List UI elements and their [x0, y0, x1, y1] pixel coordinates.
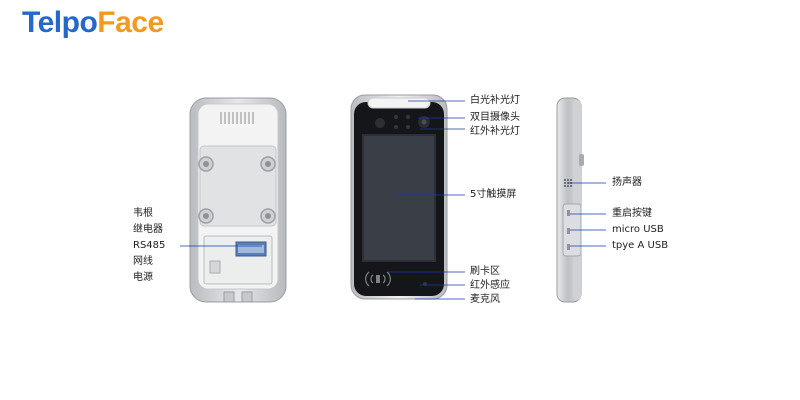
label-micro-usb: micro USB [612, 224, 664, 235]
device-back-view [189, 97, 287, 303]
brand-part1: Telpo [22, 6, 98, 39]
label-speaker: 扬声器 [612, 177, 642, 188]
label-type-a-usb: tpye A USB [612, 240, 669, 251]
label-ir-light: 红外补光灯 [470, 126, 520, 137]
label-dual-camera: 双目摄像头 [470, 112, 520, 123]
label-rs485: RS485 [133, 240, 166, 251]
label-power: 电源 [133, 272, 153, 283]
label-ir-sensor: 红外感应 [470, 280, 510, 291]
brand-part2: Face [97, 6, 164, 39]
label-white-light: 白光补光灯 [470, 95, 520, 106]
label-card-area: 刷卡区 [470, 266, 500, 277]
label-microphone: 麦克风 [470, 294, 500, 305]
label-network-cable: 网线 [133, 256, 153, 267]
label-wiegand: 韦根 [133, 208, 153, 219]
brand-logo: TelpoFace [22, 6, 164, 40]
label-touch-screen: 5寸触摸屏 [470, 189, 517, 200]
device-front-view [350, 94, 448, 300]
label-reset-button: 重启按键 [612, 208, 652, 219]
label-relay: 继电器 [133, 224, 163, 235]
